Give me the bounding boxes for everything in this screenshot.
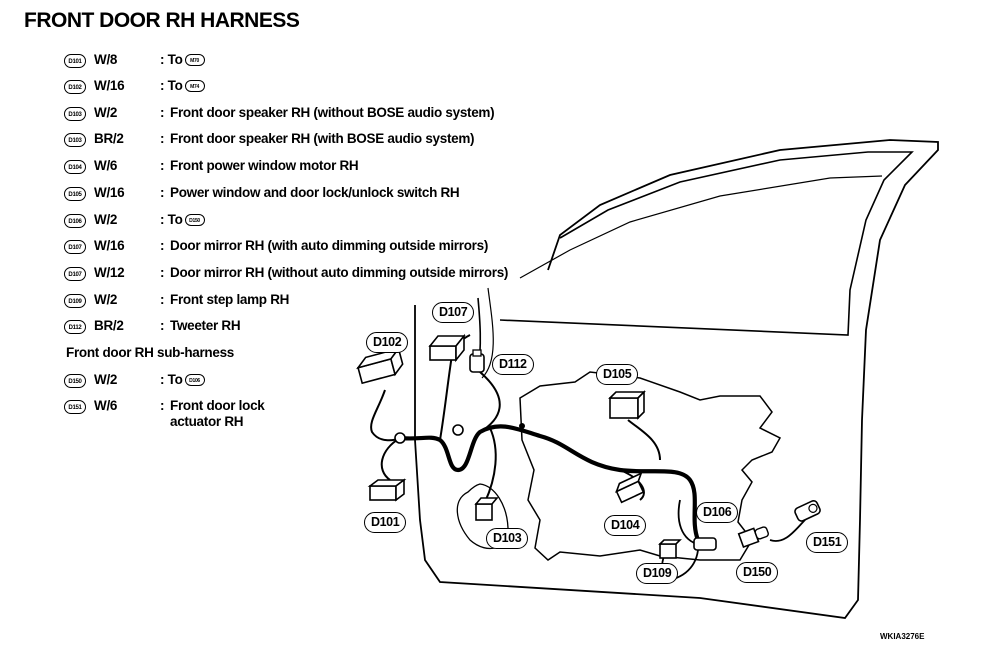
callout-d103: D103 xyxy=(486,528,529,549)
figure-code: WKIA3276E xyxy=(880,632,925,641)
legend-description: Tweeter RH xyxy=(170,318,241,333)
callout-d104: D104 xyxy=(604,515,647,536)
legend-prefix: : xyxy=(160,105,165,120)
connector-badge: D106 xyxy=(64,214,86,228)
wire-spec: BR/2 xyxy=(94,318,124,333)
legend-prefix: : xyxy=(160,265,165,280)
callout-d102: D102 xyxy=(366,332,409,353)
wire-spec: W/2 xyxy=(94,372,118,387)
wire-to-d104 xyxy=(619,469,645,501)
callout-d151: D151 xyxy=(806,532,849,553)
door-outline xyxy=(414,139,939,619)
callout-d109: D109 xyxy=(636,563,679,584)
legend-prefix: : To xyxy=(160,52,183,67)
callout-d101: D101 xyxy=(364,512,407,533)
connector-badge: D103 xyxy=(64,107,86,121)
legend-prefix: : xyxy=(160,238,165,253)
wire-spec: W/12 xyxy=(94,265,125,280)
main-harness xyxy=(397,424,701,543)
legend-description: Door mirror RH (without auto dimming out… xyxy=(170,265,509,280)
legend-description: Front door speaker RH (with BOSE audio s… xyxy=(170,131,475,146)
connector-badge: D150 xyxy=(64,374,86,388)
page-title: FRONT DOOR RH HARNESS xyxy=(24,9,300,32)
wire-spec: W/2 xyxy=(94,105,118,120)
ref-connector-badge: M74 xyxy=(184,80,205,93)
ref-connector-badge: D106 xyxy=(184,374,205,387)
connector-d150-body xyxy=(737,526,769,549)
connector-badge: D101 xyxy=(64,54,86,68)
connector-d151-body xyxy=(794,499,821,522)
legend-description: Power window and door lock/unlock switch… xyxy=(170,185,460,200)
connector-badge: D107 xyxy=(64,267,86,281)
connector-d102-body xyxy=(356,346,404,385)
wire-to-d151 xyxy=(769,519,806,542)
legend-description: Front door speaker RH (without BOSE audi… xyxy=(170,105,495,120)
window-frame-inner xyxy=(519,175,883,279)
callout-d150: D150 xyxy=(736,562,779,583)
wire-to-d101 xyxy=(380,437,401,481)
connector-d101-body xyxy=(367,478,407,502)
grommet xyxy=(394,432,406,444)
callout-d107: D107 xyxy=(432,302,475,323)
wire-to-d105 xyxy=(627,419,661,461)
mirror-cable-2 xyxy=(481,287,494,379)
wire-to-d102 xyxy=(370,389,401,442)
legend-description: Door mirror RH (with auto dimming outsid… xyxy=(170,238,489,253)
connector-badge: D112 xyxy=(64,320,86,334)
wire-spec: W/2 xyxy=(94,292,118,307)
connector-badge: D103 xyxy=(64,133,86,147)
wire-spec: W/16 xyxy=(94,78,125,93)
callout-d112: D112 xyxy=(492,354,534,375)
legend-prefix: : xyxy=(160,318,165,333)
legend-prefix: : xyxy=(160,158,165,173)
legend-prefix: : To xyxy=(160,372,183,387)
ref-connector-badge: M70 xyxy=(184,54,205,67)
connector-badge: D105 xyxy=(64,187,86,201)
connector-badge: D151 xyxy=(64,400,86,414)
wire-spec: W/6 xyxy=(94,398,118,413)
window-frame xyxy=(499,151,914,336)
legend-prefix: : xyxy=(160,185,165,200)
connector-badge: D102 xyxy=(64,80,86,94)
connector-badge: D104 xyxy=(64,160,86,174)
connector-d107-body xyxy=(428,333,466,363)
wire-spec: W/16 xyxy=(94,185,125,200)
grommet xyxy=(519,423,525,429)
legend-prefix: : xyxy=(160,398,165,413)
legend-description: Front power window motor RH xyxy=(170,158,359,173)
legend-description: Front door lock xyxy=(170,398,265,413)
wire-spec: W/8 xyxy=(94,52,118,67)
wire-spec: W/2 xyxy=(94,212,118,227)
wire-to-d112 xyxy=(479,371,501,433)
subharness-heading: Front door RH sub-harness xyxy=(66,345,235,360)
legend-prefix: : xyxy=(160,292,165,307)
legend-prefix: : To xyxy=(160,78,183,93)
connector-d112-body xyxy=(469,349,485,373)
callout-d105: D105 xyxy=(596,364,639,385)
ref-connector-badge: D150 xyxy=(184,214,205,227)
callout-d106: D106 xyxy=(696,502,739,523)
wire-spec: BR/2 xyxy=(94,131,124,146)
connector-badge: D109 xyxy=(64,294,86,308)
legend-prefix: : xyxy=(160,131,165,146)
wire-to-d103 xyxy=(484,427,497,503)
connector-d109-body xyxy=(658,539,682,559)
legend-prefix: : To xyxy=(160,212,183,227)
legend-description: Front step lamp RH xyxy=(170,292,290,307)
connector-d105-body xyxy=(608,390,646,420)
wire-spec: W/16 xyxy=(94,238,125,253)
connector-d106-body xyxy=(693,537,717,551)
connector-d103-body xyxy=(474,497,499,521)
connector-d104-body xyxy=(615,471,645,504)
grommet xyxy=(452,424,464,436)
legend-description-line2: actuator RH xyxy=(170,414,244,429)
inner-panel xyxy=(519,371,782,561)
connector-badge: D107 xyxy=(64,240,86,254)
wire-spec: W/6 xyxy=(94,158,118,173)
